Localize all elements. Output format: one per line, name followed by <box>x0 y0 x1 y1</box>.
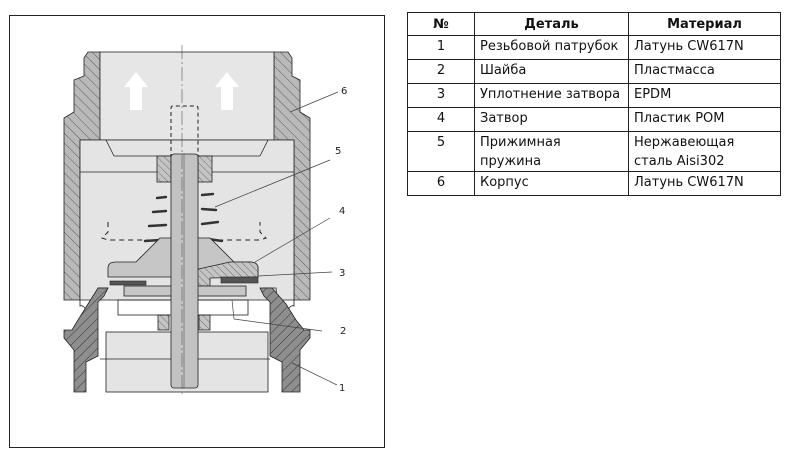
row-part: Шайба <box>474 59 629 84</box>
table-header-row: № Деталь Материал <box>407 12 781 36</box>
row-material: Пластик POM <box>628 107 781 132</box>
row-part: Резьбовой патрубок <box>474 35 629 60</box>
row-material: Латунь CW617N <box>628 35 781 60</box>
flow-arrow-icon <box>124 72 239 110</box>
callout-5: 5 <box>335 146 341 157</box>
callout-2: 2 <box>340 326 346 337</box>
table-row: 1 Резьбовой патрубок Латунь CW617N <box>407 35 781 60</box>
row-number: 5 <box>407 131 475 172</box>
header-part: Деталь <box>474 12 629 36</box>
parts-table: № Деталь Материал 1 Резьбовой патрубок Л… <box>407 12 781 196</box>
row-number: 6 <box>407 171 475 196</box>
row-part: Затвор <box>474 107 629 132</box>
callout-3: 3 <box>339 268 345 279</box>
callout-4: 4 <box>339 206 345 217</box>
callout-6: 6 <box>341 86 347 97</box>
outlet-cavity <box>99 51 275 141</box>
row-material: Нержавеющая сталь Aisi302 <box>628 131 781 172</box>
row-number: 3 <box>407 83 475 108</box>
threaded-nipple <box>63 287 109 393</box>
row-number: 4 <box>407 107 475 132</box>
plug-open-outline <box>170 105 199 158</box>
row-part: Корпус <box>474 171 629 196</box>
row-number: 1 <box>407 35 475 60</box>
table-row: 3 Уплотнение затвора EPDM <box>407 83 781 108</box>
row-part: Прижимная пружина <box>474 131 629 172</box>
header-material: Материал <box>628 12 781 36</box>
row-number: 2 <box>407 59 475 84</box>
table-row: 4 Затвор Пластик POM <box>407 107 781 132</box>
table-row: 2 Шайба Пластмасса <box>407 59 781 84</box>
row-material: Пластмасса <box>628 59 781 84</box>
row-part: Уплотнение затвора <box>474 83 629 108</box>
callout-1: 1 <box>339 383 345 394</box>
table-row: 6 Корпус Латунь CW617N <box>407 171 781 196</box>
row-material: Латунь CW617N <box>628 171 781 196</box>
seal <box>220 276 259 284</box>
header-number: № <box>407 12 475 36</box>
row-material: EPDM <box>628 83 781 108</box>
table-row: 5 Прижимная пружина Нержавеющая сталь Ai… <box>407 131 781 172</box>
valve-stem <box>170 153 199 389</box>
valve-cross-section-drawing: 6 5 4 3 2 1 <box>9 15 385 448</box>
